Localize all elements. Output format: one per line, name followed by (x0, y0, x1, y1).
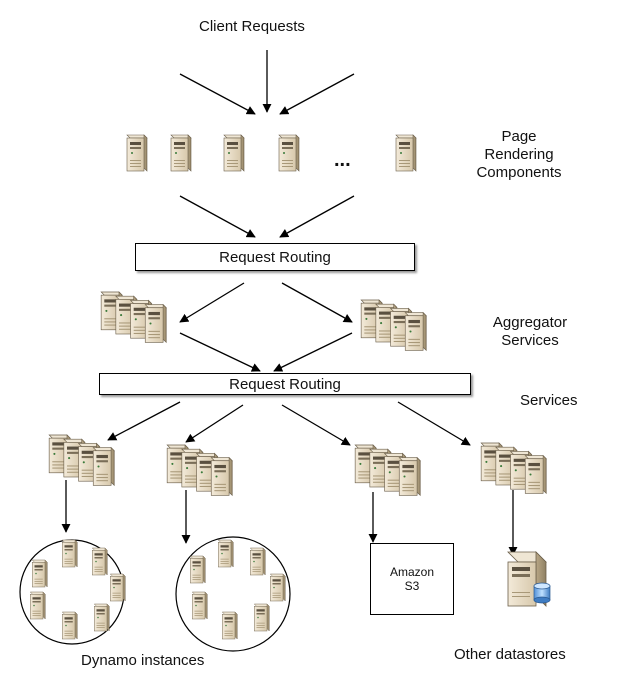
server-icon (170, 134, 192, 172)
server-icon (278, 134, 300, 172)
page-rendering-line-2: Rendering (484, 146, 554, 163)
service-cluster-3 (355, 445, 420, 495)
amazon-s3-line-2: S3 (404, 579, 420, 593)
server-icon (31, 559, 48, 588)
dynamo-ring-1 (19, 539, 126, 645)
server-icon (29, 591, 46, 620)
datastore-server-icon (507, 551, 551, 607)
database-icon (533, 582, 551, 604)
services-arrows (107, 401, 471, 446)
server-icon (269, 573, 286, 602)
server-icon (217, 539, 234, 568)
dynamo-ring-2 (175, 536, 291, 652)
other-datastores-label: Other datastores (454, 646, 566, 663)
server-icon (223, 134, 245, 172)
request-routing-upper: Request Routing (135, 243, 415, 271)
aggregator-cluster-left (101, 292, 166, 342)
server-icon (109, 573, 126, 602)
request-routing-lower: Request Routing (99, 373, 471, 395)
amazon-s3-line-1: Amazon (389, 565, 435, 579)
server-icon (253, 603, 270, 632)
server-icon (61, 611, 78, 640)
server-icon (395, 134, 417, 172)
render-to-routing-arrows (179, 195, 355, 238)
dynamo-instances-label: Dynamo instances (81, 652, 205, 669)
server-icon (249, 547, 266, 576)
storage-arrows (61, 480, 518, 556)
server-icon (191, 591, 208, 620)
service-cluster-1 (49, 435, 114, 485)
aggregator-arrows (179, 282, 353, 372)
client-request-arrows (179, 50, 355, 115)
aggregator-line-2: Services (501, 332, 559, 349)
server-icon (61, 539, 78, 568)
page-rendering-line-3: Components (476, 164, 562, 181)
services-label: Services (520, 392, 578, 409)
page-rendering-servers (126, 134, 417, 172)
server-icon (126, 134, 148, 172)
service-cluster-2 (167, 445, 232, 495)
amazon-s3-box: Amazon S3 (370, 543, 454, 615)
aggregator-services-label: Aggregator Services (480, 314, 580, 350)
server-icon (221, 611, 238, 640)
client-requests-label: Client Requests (199, 18, 305, 35)
aggregator-cluster-right (361, 300, 426, 350)
page-rendering-line-1: Page (501, 128, 537, 145)
ellipsis: ... (334, 149, 351, 171)
aggregator-line-1: Aggregator (492, 314, 568, 331)
server-icon (91, 547, 108, 576)
server-icon (189, 555, 206, 584)
service-cluster-4 (481, 443, 546, 493)
page-rendering-label: Page Rendering Components (474, 128, 564, 182)
server-icon (93, 603, 110, 632)
